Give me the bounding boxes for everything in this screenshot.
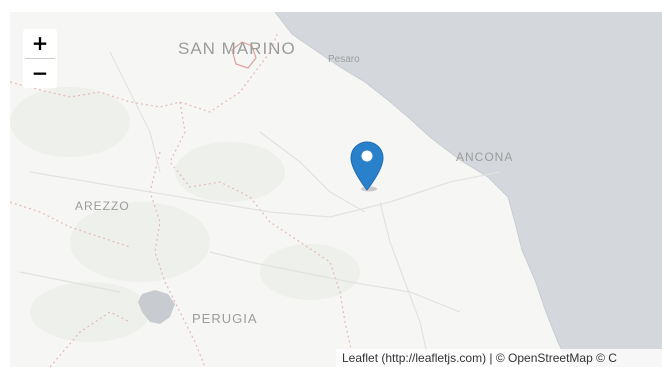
adriatic-sea bbox=[275, 12, 662, 367]
map-background bbox=[10, 12, 662, 367]
map-attribution[interactable]: Leaflet (http://leafletjs.com) | © OpenS… bbox=[336, 349, 662, 367]
terrain-shading bbox=[10, 87, 360, 342]
city-label-san-marino: SAN MARINO bbox=[178, 39, 296, 58]
zoom-out-button[interactable]: − bbox=[31, 61, 49, 85]
zoom-divider bbox=[25, 58, 55, 59]
coastline bbox=[274, 12, 571, 367]
city-label-arezzo: AREZZO bbox=[75, 199, 130, 213]
zoom-in-button[interactable]: + bbox=[31, 31, 49, 55]
city-label-pesaro: Pesaro bbox=[328, 54, 360, 65]
city-label-ancona: ANCONA bbox=[456, 150, 514, 164]
map-tiles[interactable]: SAN MARINO Pesaro ANCONA AREZZO PERUGIA bbox=[10, 12, 662, 367]
roads bbox=[19, 51, 501, 367]
san-marino-border bbox=[231, 41, 257, 69]
regional-borders bbox=[10, 31, 356, 367]
zoom-control: + − bbox=[23, 29, 57, 88]
map-pin-icon[interactable] bbox=[349, 140, 385, 192]
lake-trasimeno bbox=[138, 290, 175, 324]
marker-shape bbox=[350, 141, 384, 192]
city-label-perugia: PERUGIA bbox=[192, 311, 258, 326]
